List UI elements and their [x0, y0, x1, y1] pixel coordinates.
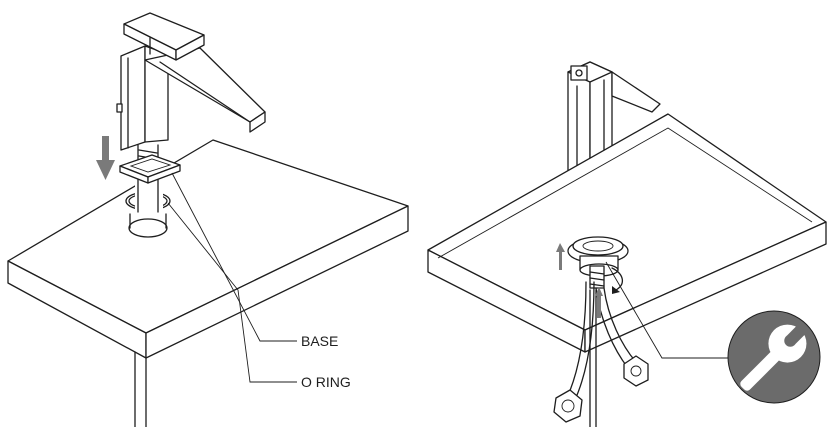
- faucet-body-left: [116, 12, 266, 151]
- label-o-ring: O RING: [301, 374, 351, 390]
- down-arrow: [96, 136, 115, 180]
- rotation-arrow: [611, 267, 623, 291]
- wrench-icon: [727, 310, 821, 404]
- rotation-arrow-head: [612, 286, 620, 294]
- label-base: BASE: [301, 333, 338, 349]
- countertop-left: [7, 139, 409, 427]
- tap-base-plate: [119, 154, 181, 184]
- countertop-right: [427, 113, 827, 353]
- right-figure-underside: [427, 61, 827, 427]
- up-arrows: [556, 243, 603, 318]
- left-figure-top-mount: BASE O RING: [7, 12, 409, 427]
- leader-line-wrench: [605, 261, 730, 359]
- mounting-nut-assembly: [567, 236, 629, 289]
- leader-lines-left: [167, 172, 297, 383]
- supply-hoses: [553, 281, 649, 427]
- mounting-hole: [128, 213, 168, 238]
